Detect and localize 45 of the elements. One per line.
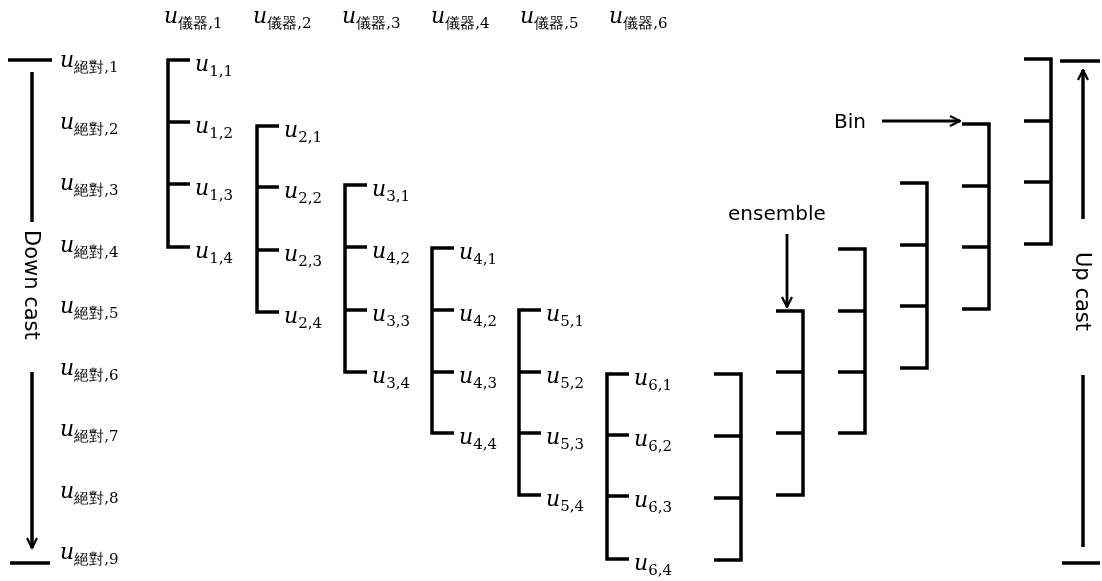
bracket-label: u$_{1,3}$: [195, 176, 234, 204]
axis-label: Down cast: [20, 230, 44, 340]
bracket-label: u$_{6,4}$: [634, 551, 673, 579]
bracket-label: u$_{4,2}$: [459, 302, 498, 330]
row-label: u$_{絕對,5}$: [60, 294, 119, 322]
leader-arrow: [780, 234, 794, 309]
bracket-label: u$_{1,1}$: [195, 52, 234, 80]
callout-text: Bin: [834, 108, 867, 134]
row-label: u$_{絕對,4}$: [60, 233, 119, 260]
bracket-label: u$_{4,1}$: [459, 240, 498, 268]
bracket-label: u$_{1,2}$: [195, 114, 234, 142]
bracket-label: u$_{2,4}$: [284, 304, 323, 332]
column-heading: u$_{儀器,2}$: [253, 4, 312, 32]
row-label: u$_{絕對,7}$: [60, 417, 119, 445]
axis-label: Up cast: [1071, 252, 1095, 331]
row-label: u$_{絕對,2}$: [60, 110, 119, 137]
bracket-label: u$_{3,1}$: [372, 177, 411, 205]
row-label: u$_{絕對,9}$: [60, 540, 119, 568]
bracket-label: u$_{5,1}$: [546, 302, 585, 330]
bracket-label: u$_{4,2}$: [372, 239, 411, 267]
bracket-label: u$_{5,3}$: [546, 425, 585, 453]
bracket-label: u$_{6,3}$: [634, 488, 673, 516]
row-label: u$_{絕對,1}$: [60, 48, 119, 76]
leader-arrow: [882, 114, 962, 128]
row-label: u$_{絕對,3}$: [60, 171, 119, 199]
bracket-label: u$_{4,3}$: [459, 364, 498, 392]
column-heading: u$_{儀器,6}$: [609, 4, 668, 32]
bracket-label: u$_{3,4}$: [372, 364, 411, 392]
bracket-label: u$_{2,1}$: [284, 118, 323, 146]
bracket-label: u$_{4,4}$: [459, 425, 498, 453]
bracket-label: u$_{6,2}$: [634, 427, 673, 455]
bracket-label: u$_{3,3}$: [372, 302, 411, 330]
bracket-label: u$_{5,2}$: [546, 364, 585, 392]
column-heading: u$_{儀器,3}$: [342, 4, 401, 32]
bracket-label: u$_{1,4}$: [195, 239, 234, 267]
bracket-label: u$_{5,4}$: [546, 487, 585, 515]
column-heading: u$_{儀器,5}$: [520, 4, 579, 32]
column-heading: u$_{儀器,4}$: [431, 4, 490, 32]
row-label: u$_{絕對,8}$: [60, 479, 119, 506]
bracket-label: u$_{6,1}$: [634, 366, 673, 394]
column-heading: u$_{儀器,1}$: [164, 4, 223, 32]
bracket-label: u$_{2,3}$: [284, 242, 323, 270]
row-label: u$_{絕對,6}$: [60, 356, 119, 383]
callout-text: ensemble: [728, 200, 827, 226]
bracket-label: u$_{2,2}$: [284, 179, 323, 207]
